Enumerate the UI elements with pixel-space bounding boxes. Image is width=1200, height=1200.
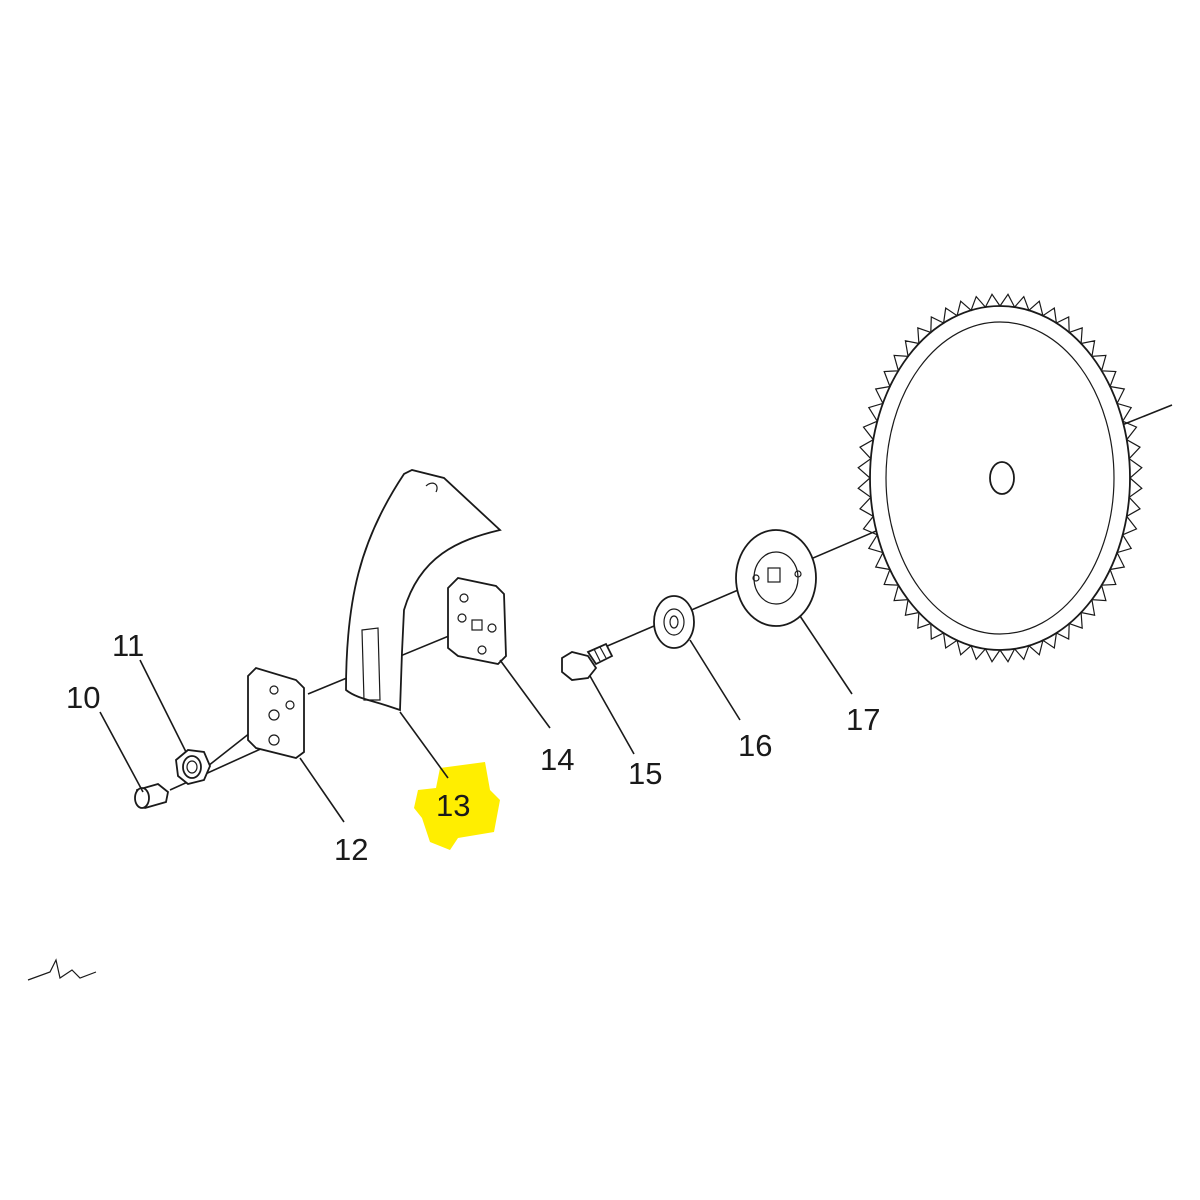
part-11-hex-nut[interactable] xyxy=(175,749,211,785)
label-part-11: 11 xyxy=(112,628,144,663)
leader-13 xyxy=(399,711,449,779)
leader-15 xyxy=(589,675,635,755)
part-14-bracket-plate[interactable] xyxy=(447,577,507,665)
cropped-fragment xyxy=(27,958,97,981)
saw-blade xyxy=(857,293,1143,663)
label-part-14: 14 xyxy=(540,742,574,777)
label-part-15: 15 xyxy=(628,756,662,791)
part-17-flange[interactable] xyxy=(735,529,817,627)
label-part-12: 12 xyxy=(334,832,368,867)
part-10-screw[interactable] xyxy=(134,783,169,810)
leader-12 xyxy=(299,757,345,823)
blade-teeth-outline xyxy=(857,293,1143,663)
part-16-washer[interactable] xyxy=(653,595,695,649)
label-part-17: 17 xyxy=(846,702,880,737)
label-part-10: 10 xyxy=(66,680,100,715)
leader-17 xyxy=(799,615,853,695)
part-13-curved-guard[interactable] xyxy=(345,469,502,712)
leader-11 xyxy=(139,659,187,753)
label-part-16: 16 xyxy=(738,728,772,763)
part-12-plate[interactable] xyxy=(247,666,305,759)
leader-16 xyxy=(689,639,741,721)
label-part-13: 13 xyxy=(436,788,470,823)
part-15-bolt[interactable] xyxy=(561,642,614,681)
leader-10 xyxy=(99,711,144,793)
highlight-marker-13 xyxy=(414,762,500,850)
leader-14 xyxy=(499,659,551,729)
blade-axle-line xyxy=(1121,404,1173,426)
